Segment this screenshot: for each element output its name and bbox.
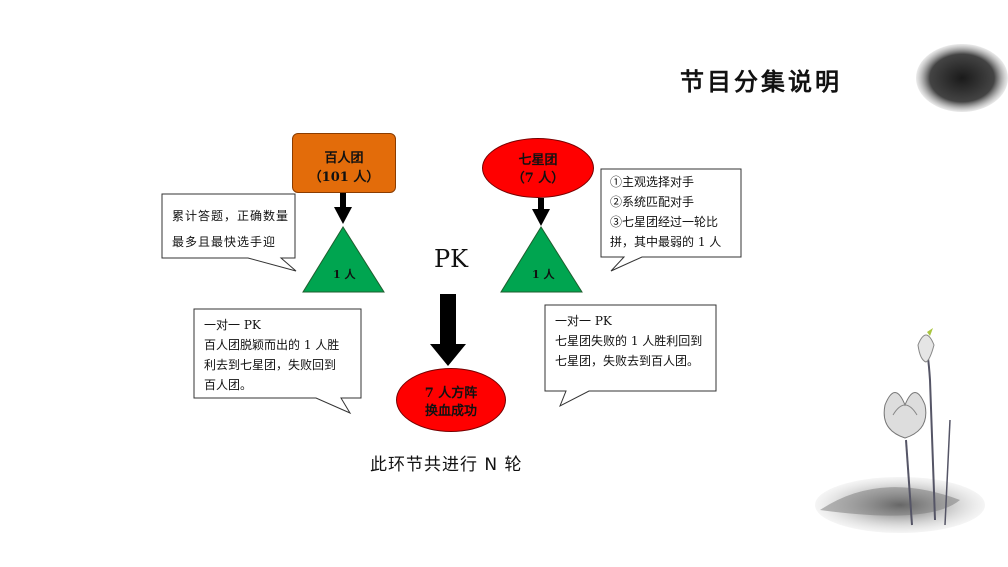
page-title: 节目分集说明: [680, 68, 842, 96]
note-line: 最多且最快选手迎: [172, 235, 277, 249]
note-line: 拼，其中最弱的 1 人: [610, 235, 722, 249]
note-bottom-left-text: 一对一 PK 百人团脱颖而出的 1 人胜 利去到七星团，失败回到 百人团。: [204, 315, 339, 395]
lotus-painting-icon: [815, 328, 985, 533]
note-line: 百人团。: [204, 378, 253, 392]
pk-label: PK: [434, 245, 469, 273]
note-top-right-bubble: [600, 168, 742, 272]
seven-team-count: （7 人）: [511, 171, 565, 186]
note-top-left-bubble: [161, 193, 297, 272]
note-top-right-text: ①主观选择对手 ②系统匹配对手 ③七星团经过一轮比 拼，其中最弱的 1 人: [610, 172, 721, 252]
note-line: 利去到七星团，失败回到: [204, 358, 337, 372]
note-line: 一对一 PK: [555, 314, 612, 328]
note-line: ②系统匹配对手: [610, 195, 695, 209]
note-bottom-left-bubble: [193, 308, 362, 415]
result-line-1: 7 人方阵: [424, 386, 478, 401]
hundred-team-count: （101 人）: [308, 170, 380, 185]
note-bottom-right-text: 一对一 PK 七星团失败的 1 人胜利回到 七星团，失败去到百人团。: [555, 311, 702, 371]
note-bottom-right-bubble: [544, 304, 717, 408]
note-line: ①主观选择对手: [610, 175, 695, 189]
note-line: 七星团，失败去到百人团。: [555, 354, 700, 368]
arrow-down-right-icon: [532, 209, 550, 226]
note-line: 百人团脱颖而出的 1 人胜: [204, 338, 340, 352]
arrow-down-left-icon: [334, 207, 352, 224]
arrow-down-center-icon: [430, 344, 466, 366]
hundred-team-box: 百人团 （101 人）: [292, 133, 396, 193]
footer-text: 此环节共进行 N 轮: [370, 455, 523, 475]
left-triangle-label: 1 人: [333, 268, 356, 281]
triangle-left: [302, 226, 385, 293]
result-line-2: 换血成功: [424, 404, 477, 419]
right-triangle-label: 1 人: [532, 268, 555, 281]
seven-team-name: 七星团: [518, 153, 558, 168]
result-ellipse: 7 人方阵 换血成功: [396, 368, 506, 432]
triangle-right: [500, 226, 583, 293]
ink-blot-icon: [916, 44, 1008, 112]
note-line: 一对一 PK: [204, 318, 261, 332]
note-top-left-text: 累计答题，正确数量 最多且最快选手迎: [172, 203, 289, 255]
note-line: 七星团失败的 1 人胜利回到: [555, 334, 703, 348]
hundred-team-name: 百人团: [324, 151, 364, 166]
seven-team-ellipse: 七星团 （7 人）: [482, 138, 594, 198]
note-line: 累计答题，正确数量: [172, 209, 290, 223]
note-line: ③七星团经过一轮比: [610, 215, 719, 229]
